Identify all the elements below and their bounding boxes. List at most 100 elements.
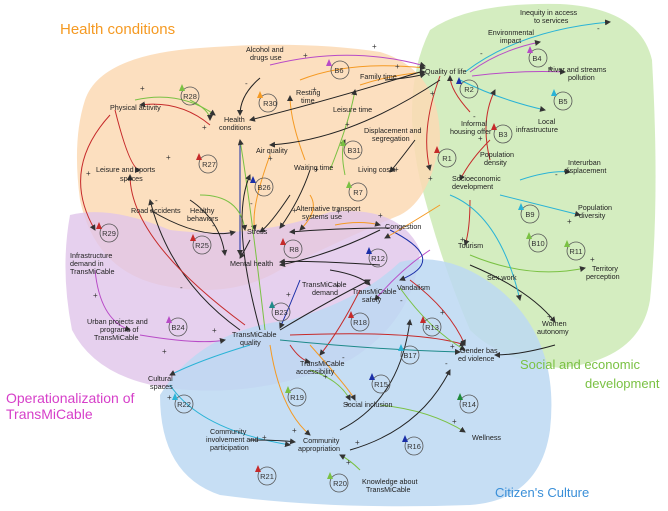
link (259, 194, 291, 233)
polarity-sign: + (202, 123, 207, 132)
loop-arrowhead (518, 203, 524, 210)
polarity-sign: + (286, 290, 291, 299)
loop-label: R11 (569, 247, 582, 256)
loop-arc (330, 60, 350, 80)
link (389, 229, 423, 281)
link (134, 96, 216, 116)
link (464, 19, 611, 73)
link (199, 194, 248, 231)
link (469, 264, 556, 323)
loop-arc (348, 182, 368, 202)
polarity-sign: + (345, 120, 350, 129)
link (425, 75, 441, 171)
polarity-sign: + (292, 206, 297, 215)
polarity-sign: + (590, 255, 595, 264)
link (279, 339, 461, 355)
variable-quality-of-life: Quality of life (425, 67, 467, 76)
loop-label: B4 (532, 54, 541, 63)
loop-arc (371, 374, 391, 394)
loop-label: R20 (333, 479, 347, 488)
polarity-sign: - (212, 221, 215, 230)
loop-label: R19 (290, 393, 304, 402)
loop-arc (350, 312, 370, 332)
link (459, 139, 491, 181)
link (249, 438, 296, 445)
link (485, 89, 496, 161)
link (241, 174, 261, 331)
link (279, 229, 381, 267)
variable-social-inclusion: Social inclusion (343, 400, 393, 409)
polarity-sign: + (345, 400, 350, 409)
variable-tourism: Tourism (458, 241, 483, 250)
link (329, 89, 358, 171)
loop-arc (254, 177, 274, 197)
loop-arc (198, 154, 218, 174)
polarity-sign: + (140, 84, 145, 93)
loop-arrowhead (348, 311, 354, 318)
polarity-sign: + (162, 347, 167, 356)
polarity-sign: + (93, 291, 98, 300)
loop-arc (174, 394, 194, 414)
polarity-sign: + (323, 372, 328, 381)
link (139, 101, 211, 126)
loop-label: R28 (183, 92, 197, 101)
polarity-sign: - (245, 79, 248, 88)
polarity-sign: - (342, 353, 345, 362)
loop-label: R7 (353, 188, 363, 197)
polarity-sign: + (547, 312, 552, 321)
polarity-sign: + (452, 417, 457, 426)
loop-arc (283, 239, 303, 259)
link (374, 249, 431, 301)
loop-arrowhead (564, 240, 570, 247)
link (499, 194, 581, 217)
loop-arrowhead (269, 301, 275, 308)
link (279, 279, 301, 329)
polarity-sign: + (166, 153, 171, 162)
loop-arrowhead (190, 234, 196, 241)
polarity-sign: + (394, 165, 399, 174)
loop-arrowhead (340, 139, 346, 146)
link (127, 174, 246, 326)
variable-road-accidents: Road accidents (131, 206, 181, 215)
link (459, 79, 546, 112)
loop-label: B6 (334, 66, 343, 75)
variable-waiting-time: Waiting time (294, 163, 333, 172)
loop-label: R13 (425, 323, 439, 332)
loop-arrowheads (96, 46, 570, 479)
link (494, 344, 556, 358)
link (279, 169, 311, 229)
loop-arc (553, 91, 573, 111)
loop-label: B24 (171, 323, 184, 332)
loop-arc (528, 48, 548, 68)
region-title-culture: Citizen's Culture (495, 485, 589, 500)
loop-arrowhead (346, 181, 352, 188)
polarity-sign: + (450, 342, 455, 351)
link (339, 319, 413, 431)
polarity-sign: + (336, 207, 341, 216)
loop-label: R21 (260, 472, 274, 481)
link (384, 204, 441, 239)
loop-label: B5 (558, 97, 567, 106)
loop-arrowhead (280, 238, 286, 245)
variable-living-costs: Living costs (358, 165, 396, 174)
loop-label: B17 (403, 351, 416, 360)
loop-arrowhead (327, 472, 333, 479)
loop-arc (400, 345, 420, 365)
link (189, 99, 213, 121)
polarity-sign: + (355, 438, 360, 447)
polarity-sign: + (303, 51, 308, 60)
polarity-sign: + (428, 174, 433, 183)
loop-arc (99, 223, 119, 243)
link (309, 369, 351, 401)
link (447, 75, 471, 113)
link (237, 77, 261, 116)
loop-label: B31 (347, 146, 360, 155)
